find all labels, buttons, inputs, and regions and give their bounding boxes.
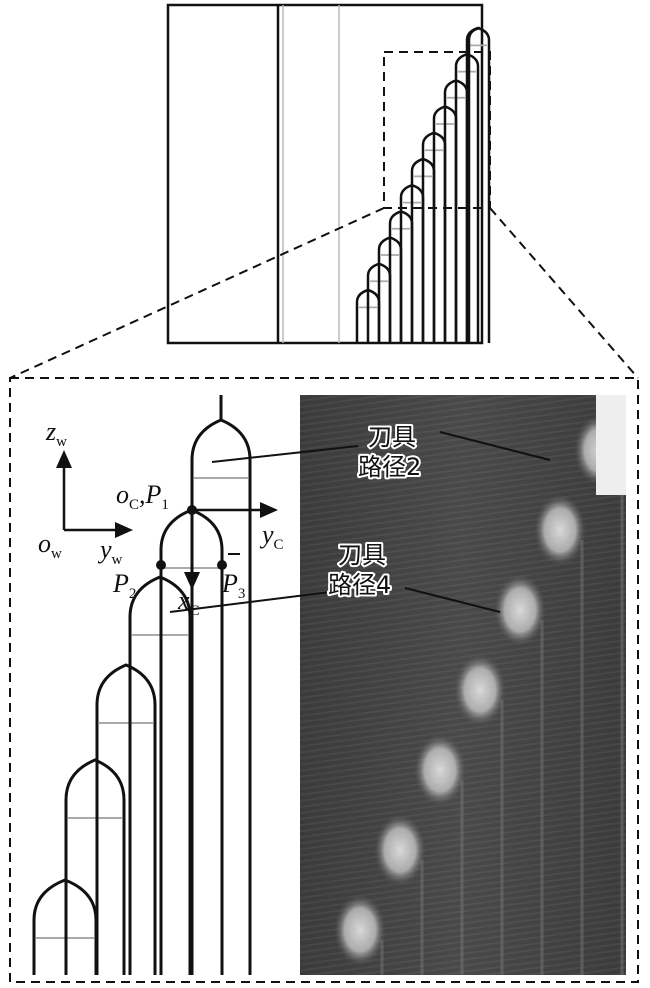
label-p2: P2 xyxy=(112,569,136,602)
overview-tool-paths xyxy=(355,26,491,343)
label-zw: zw xyxy=(45,417,67,450)
overview-tool-path xyxy=(467,26,481,343)
label-yc: yC xyxy=(259,520,284,553)
tool-axes xyxy=(156,502,278,590)
callout-4-line1: 刀具 xyxy=(338,541,386,569)
callout-2-line2: 路径2 xyxy=(358,453,421,481)
photo-step-highlight xyxy=(454,654,506,726)
overview-workpiece xyxy=(166,3,491,345)
label-oc-p1: oC,P1 xyxy=(116,480,169,513)
label-xc: xC xyxy=(177,586,200,619)
zoom-indicator xyxy=(9,51,639,983)
detail-tool-path xyxy=(190,395,252,975)
label-yw: yw xyxy=(97,535,123,568)
callout-4-line2: 路径4 xyxy=(328,571,391,599)
callout-tool-path-4: 刀具 路径4 xyxy=(169,539,501,613)
callout-2-line1: 刀具 xyxy=(368,423,416,451)
detail-tool-path xyxy=(64,758,126,975)
photo-step-highlight xyxy=(414,734,466,806)
label-p3: P3 xyxy=(221,569,245,602)
photo-step-highlight xyxy=(374,814,426,886)
photo-step-highlight xyxy=(534,494,586,566)
callout-tool-path-2: 刀具 路径2 xyxy=(211,421,551,483)
photo-edge-highlight xyxy=(596,395,626,495)
photo-step-highlight xyxy=(334,894,386,966)
machined-surface-photo xyxy=(300,395,626,975)
detail-tool-path xyxy=(95,663,157,975)
label-ow: ow xyxy=(38,529,62,562)
photo-step-highlight xyxy=(494,574,546,646)
detail-tool-paths xyxy=(32,395,252,975)
world-axes xyxy=(56,450,133,538)
